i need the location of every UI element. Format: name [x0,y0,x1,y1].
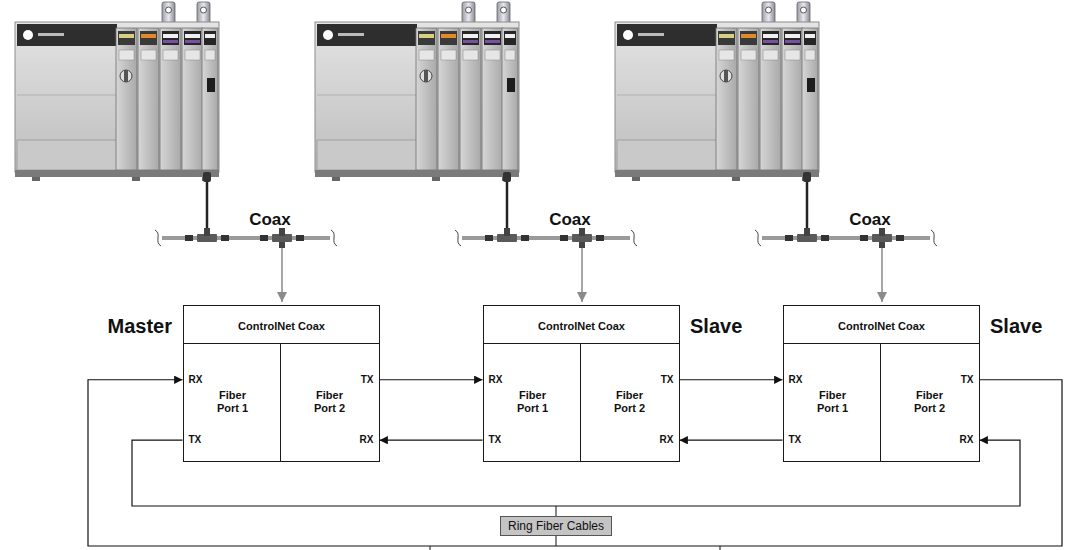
fiber-cable [380,440,483,441]
signal-label: TX [961,375,974,385]
module-header: ControlNet Coax [484,306,679,346]
ring-callout-lines [430,506,720,550]
node-text: ControlNet Coax [238,320,325,332]
node-text: Fiber Port 1 [509,389,557,417]
signal-label: RX [660,435,674,445]
module-header: ControlNet Coax [184,306,379,346]
controlnet-module: ControlNet CoaxFiber Port 1RXTXFiber Por… [483,305,680,462]
cable-label: Coax [249,211,291,228]
signal-label: RX [489,375,503,385]
plc-chassis [315,2,637,302]
signal-label: TX [789,435,802,445]
signal-label: RX [960,435,974,445]
cable-label: Coax [549,211,591,228]
fiber-cable [680,379,783,380]
callout-box: Ring Fiber Cables [500,516,612,536]
signal-label: RX [789,375,803,385]
node-text: Fiber Port 2 [906,389,954,417]
fiber-port: Fiber Port 1 RX TX [783,343,883,462]
fiber-port: Fiber Port 2 TX RX [580,343,680,462]
controlnet-module: ControlNet CoaxFiber Port 1RXTXFiber Por… [783,305,980,462]
node-text: Ring Fiber Cables [508,519,604,533]
fiber-port: Fiber Port 2 TX RX [280,343,380,462]
plc-chassis [615,2,937,302]
node-text: Fiber Port 2 [306,389,354,417]
controlnet-module: ControlNet CoaxFiber Port 1RXTXFiber Por… [183,305,380,462]
node-text: Fiber Port 2 [606,389,654,417]
node-text: ControlNet Coax [838,320,925,332]
fiber-port: Fiber Port 1 RX TX [483,343,583,462]
node-text: Fiber Port 1 [209,389,257,417]
signal-label: TX [489,435,502,445]
signal-label: RX [360,435,374,445]
fiber-port: Fiber Port 1 RX TX [183,343,283,462]
signal-label: TX [661,375,674,385]
signal-label: TX [189,435,202,445]
cable-label: Coax [849,211,891,228]
role-label: Slave [990,316,1042,336]
plc-chassis [15,2,337,302]
role-label: Master [108,316,172,336]
fiber-port: Fiber Port 2 TX RX [880,343,980,462]
signal-label: RX [189,375,203,385]
signal-label: TX [361,375,374,385]
node-text: Fiber Port 1 [809,389,857,417]
module-header: ControlNet Coax [784,306,979,346]
role-label: Slave [690,316,742,336]
fiber-cable [680,440,783,441]
node-text: ControlNet Coax [538,320,625,332]
fiber-cable [380,379,483,380]
